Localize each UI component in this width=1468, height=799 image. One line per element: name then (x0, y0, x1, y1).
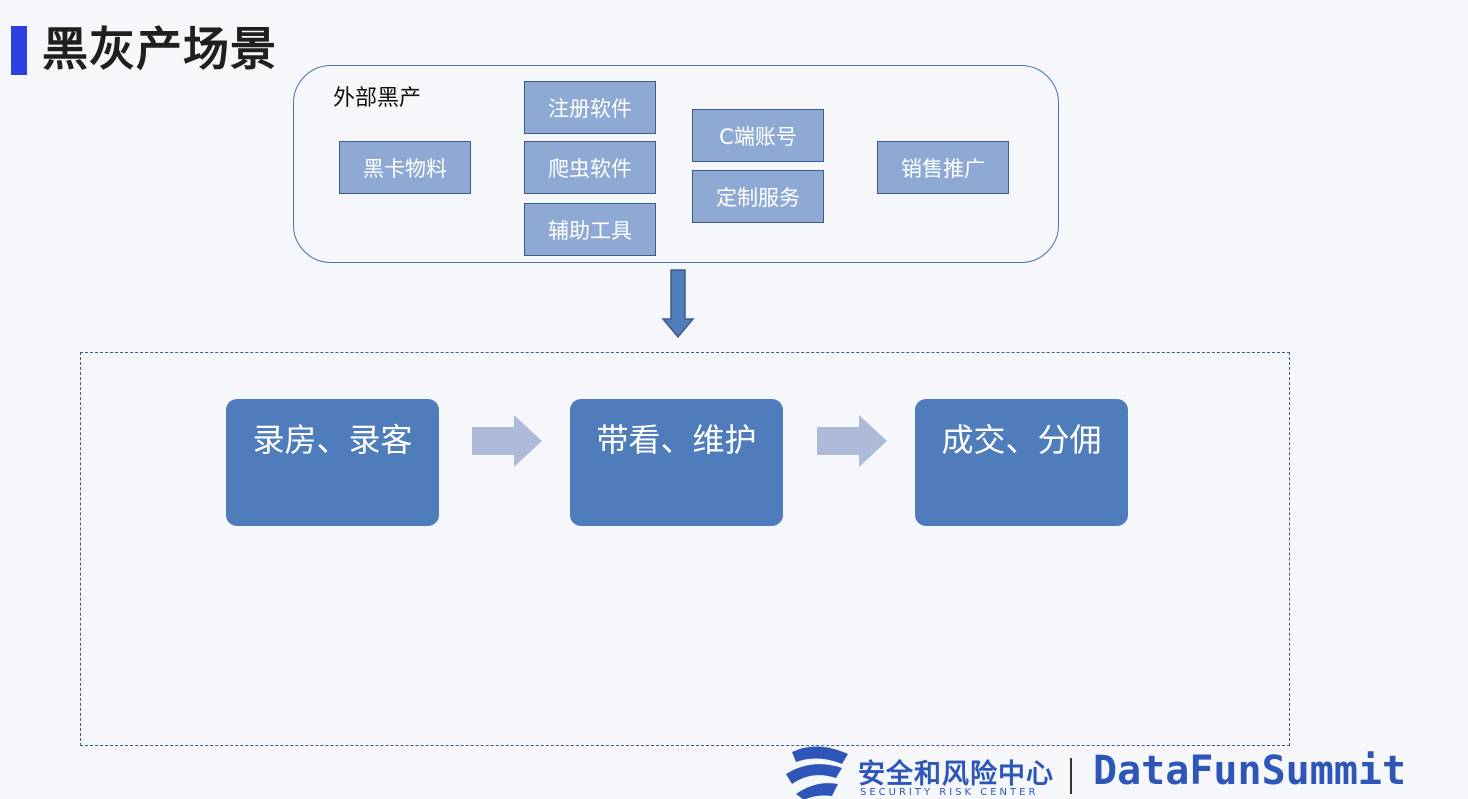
title-accent-bar (11, 26, 27, 75)
box-c-end-accounts: C端账号 (692, 109, 824, 162)
flow-arrow-icon (817, 415, 887, 467)
step-record-listings-clients: 录房、录客 (226, 399, 439, 526)
step-deal-commission: 成交、分佣 (915, 399, 1128, 526)
external-black-industry-container (293, 65, 1059, 263)
footer-org-en: SECURITY RISK CENTER (860, 787, 1039, 798)
security-risk-center-logo-icon (786, 746, 848, 799)
flow-arrow-icon (472, 415, 542, 467)
box-sales-promotion: 销售推广 (877, 141, 1009, 194)
box-registration-software: 注册软件 (524, 81, 656, 134)
box-auxiliary-tools: 辅助工具 (524, 203, 656, 256)
page-title: 黑灰产场景 (42, 22, 277, 76)
box-black-card-materials: 黑卡物料 (339, 141, 471, 194)
platform-scenario-area (80, 352, 1290, 746)
box-crawler-software: 爬虫软件 (524, 141, 656, 194)
down-arrow-icon (661, 269, 695, 339)
box-custom-services: 定制服务 (692, 170, 824, 223)
footer-brand-logo: DataFunSummit (1093, 748, 1407, 794)
step-viewing-maintenance: 带看、维护 (570, 399, 783, 526)
external-black-industry-label: 外部黑产 (333, 86, 422, 111)
footer-divider (1070, 758, 1072, 794)
footer-org-cn: 安全和风险中心 (858, 759, 1054, 790)
